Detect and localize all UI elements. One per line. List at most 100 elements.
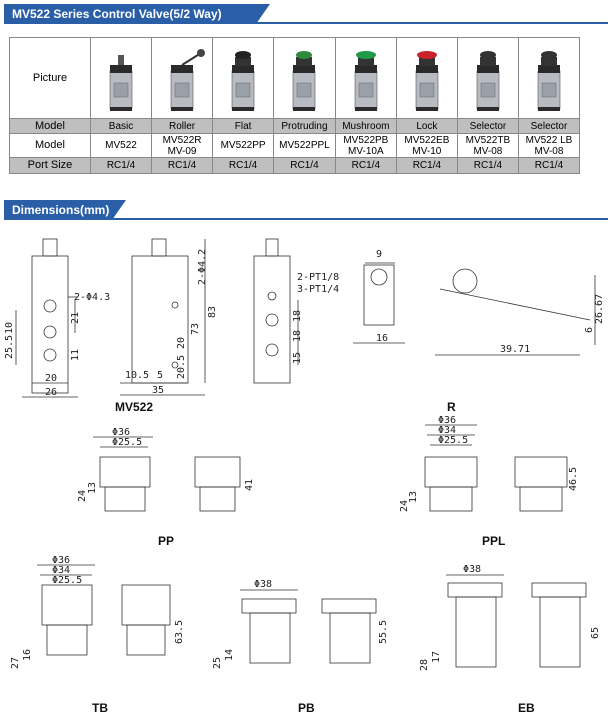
type-row: Model Basic Roller Flat Protruding Mushr…	[9, 118, 581, 134]
dim-label: 13	[87, 482, 98, 494]
valve-image-roller	[170, 49, 206, 111]
dim-label: 2-Φ4.3	[74, 292, 110, 303]
valve-image-protruding	[293, 51, 316, 111]
type-cell: Basic	[89, 118, 153, 134]
actuator-neck	[540, 57, 557, 66]
port-cell: RC1/4	[89, 157, 153, 174]
drawing-caption-mv522: MV522	[115, 400, 153, 414]
dim-label: Φ25.5	[438, 435, 468, 446]
valve-image	[273, 37, 336, 119]
drawing-caption-tb: TB	[92, 701, 108, 715]
dim-label: 28	[419, 659, 430, 671]
row-label-model-number: Model	[9, 133, 91, 158]
valve-image-selector-lb	[537, 51, 561, 111]
drawing-caption-eb: EB	[518, 701, 535, 715]
section-title-series: MV522 Series Control Valve(5/2 Way)	[4, 4, 270, 24]
dim-label: 63.5	[174, 620, 185, 644]
valve-port	[235, 82, 251, 98]
dim-label: 10	[4, 322, 15, 334]
section-header-series: MV522 Series Control Valve(5/2 Way)	[4, 4, 608, 24]
row-label-model: Model	[9, 118, 91, 134]
row-label-port-size: Port Size	[9, 157, 91, 174]
dim-label: 83	[207, 306, 218, 318]
actuator-button	[235, 51, 252, 59]
dim-label: 10.5	[125, 370, 149, 381]
dim-label: Φ25.5	[52, 575, 82, 586]
actuator-neck	[296, 57, 313, 66]
roller-drawing	[353, 262, 596, 356]
dim-label: 27	[10, 657, 21, 669]
valve-port	[419, 82, 435, 98]
dim-label: 26.67	[594, 294, 605, 324]
dim-label: 26	[45, 387, 57, 398]
roller-wheel	[197, 49, 206, 57]
dim-label: 25	[212, 657, 223, 669]
valve-cap	[293, 65, 316, 73]
dim-label: 18	[292, 330, 303, 342]
dim-label: Φ36	[438, 415, 456, 426]
dimension-drawings: 2-Φ4.3 10 25.5 21 11 20 26 2-Φ4.2 83 73 …	[4, 238, 605, 715]
dim-label: 55.5	[378, 620, 389, 644]
actuator-neck	[479, 57, 496, 66]
dim-label: 11	[70, 349, 81, 361]
header-rule	[4, 22, 608, 24]
dim-label: 35	[152, 385, 164, 396]
mv522-side-view	[120, 238, 206, 396]
valve-base	[537, 107, 560, 111]
type-cell: Selector	[456, 118, 519, 134]
header-rule	[4, 218, 608, 220]
model-line: MV-08	[473, 145, 503, 157]
eb-drawing	[446, 574, 587, 668]
valve-image-flat	[231, 51, 255, 111]
mv522-front-view	[15, 238, 78, 398]
valve-cap	[171, 65, 194, 73]
valve-cap	[476, 65, 499, 73]
ppl-drawing	[424, 424, 568, 512]
section-title-dimensions: Dimensions(mm)	[4, 200, 126, 220]
valve-base	[354, 107, 377, 111]
valve-image-lock	[415, 51, 439, 111]
dim-label: 41	[244, 479, 255, 491]
valve-base	[110, 107, 133, 111]
model-line: MV522PP	[220, 140, 266, 151]
dim-label: 9	[376, 249, 382, 260]
type-cell: Roller	[151, 118, 214, 134]
valve-image-mushroom	[354, 51, 378, 111]
type-cell: Lock	[395, 118, 458, 134]
valve-cap	[537, 65, 560, 73]
valve-cap	[110, 65, 133, 73]
dim-label: 46.5	[568, 467, 579, 491]
picture-row: Picture	[9, 37, 581, 119]
port-cell: RC1/4	[517, 157, 581, 174]
drawing-caption-pp: PP	[158, 534, 174, 548]
port-row: Port Size RC1/4 RC1/4 RC1/4 RC1/4 RC1/4 …	[9, 157, 581, 174]
dim-label: Φ25.5	[112, 437, 142, 448]
model-cell: MV522	[89, 133, 153, 158]
model-line: MV522PB	[343, 134, 389, 146]
dim-label: Φ38	[254, 579, 272, 590]
valve-image	[517, 37, 581, 119]
port-cell: RC1/4	[151, 157, 214, 174]
type-cell: Protruding	[273, 118, 336, 134]
model-line: MV522EB	[404, 134, 450, 146]
mv522-back-view	[253, 238, 299, 384]
valve-image	[212, 37, 275, 119]
pb-drawing	[240, 589, 377, 664]
model-cell: MV522PP	[212, 133, 275, 158]
dim-label: Φ36	[52, 555, 70, 566]
section-header-dimensions: Dimensions(mm)	[4, 200, 608, 220]
dim-label: 17	[431, 651, 442, 663]
dim-label: 21	[70, 312, 81, 324]
dim-label: Φ36	[112, 427, 130, 438]
port-cell: RC1/4	[395, 157, 458, 174]
valve-base	[171, 107, 194, 111]
valve-base	[293, 107, 316, 111]
valve-base	[232, 107, 255, 111]
dim-label: 24	[399, 500, 410, 512]
valve-port	[480, 82, 496, 98]
